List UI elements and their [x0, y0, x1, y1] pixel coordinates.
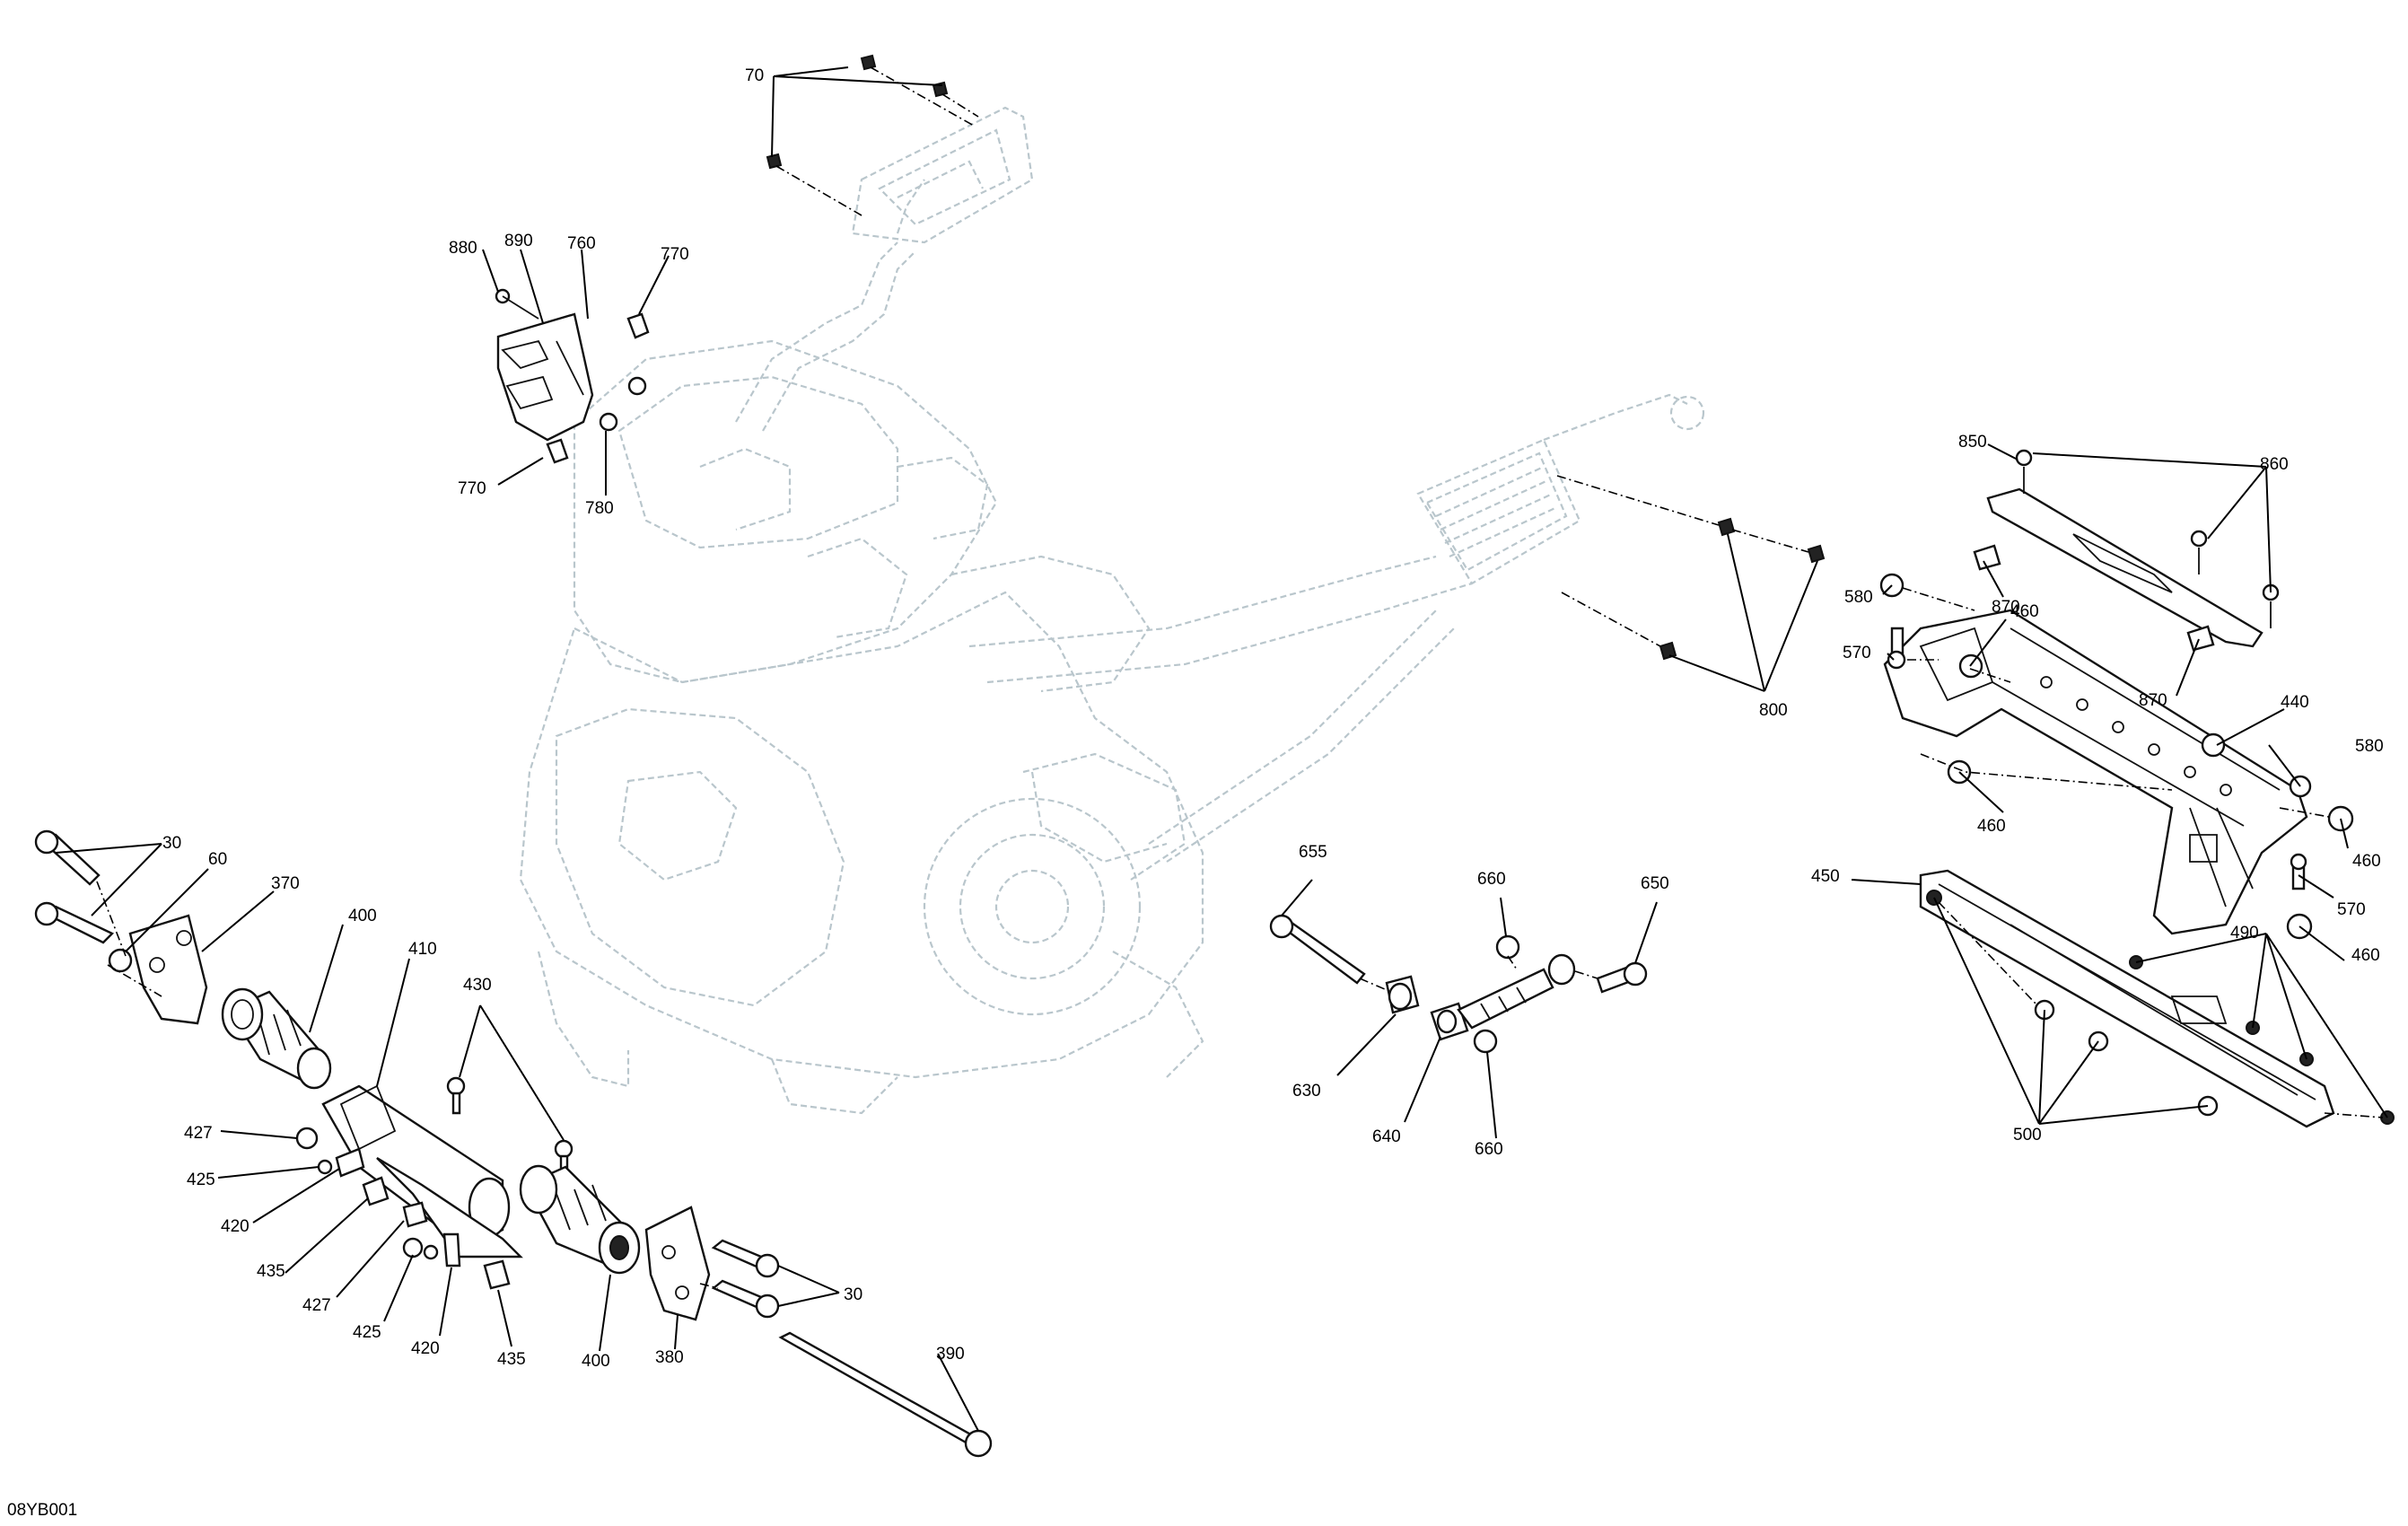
callout-label: 760	[567, 234, 596, 253]
callout-label: 380	[655, 1348, 684, 1367]
leader-lines	[55, 66, 2388, 1432]
callout-label: 870	[2139, 691, 2167, 710]
callout-label: 30	[162, 834, 181, 853]
callout-label: 435	[257, 1262, 285, 1281]
callout-label: 490	[2230, 924, 2259, 943]
callout-label: 500	[2013, 1126, 2042, 1144]
linkage-parts	[1269, 914, 1648, 1054]
callout-label: 435	[497, 1350, 526, 1369]
callout-label: 780	[585, 499, 614, 518]
callout-label: 420	[411, 1339, 440, 1358]
callout-label: 430	[463, 976, 492, 995]
callout-label: 30	[844, 1285, 863, 1304]
callout-label: 650	[1641, 874, 1669, 893]
callout-label: 800	[1759, 701, 1788, 720]
callout-label: 420	[221, 1217, 250, 1236]
callout-label: 770	[458, 479, 486, 498]
callout-label: 460	[2010, 602, 2039, 621]
callout-label: 770	[661, 245, 689, 264]
callout-label: 400	[348, 907, 377, 925]
screws-70	[766, 54, 979, 216]
callout-label: 460	[2351, 946, 2380, 965]
callout-label: 630	[1292, 1082, 1321, 1101]
callout-label: 460	[1977, 817, 2006, 836]
callout-label: 850	[1958, 433, 1987, 452]
callout-label: 70	[745, 66, 764, 85]
callout-label: 427	[184, 1124, 213, 1143]
callout-label: 870	[1992, 598, 2020, 617]
callout-label: 427	[302, 1296, 331, 1315]
figure-code: 08YB001	[7, 1501, 78, 1520]
engine-ghost-outline	[519, 106, 1705, 1115]
callout-label: 880	[449, 239, 477, 258]
callout-label: 370	[271, 874, 300, 893]
screws-800	[1556, 475, 1826, 661]
mount-left	[34, 829, 993, 1458]
callout-label: 570	[1843, 644, 1871, 662]
bracket-760	[495, 288, 650, 464]
callout-label: 580	[2355, 737, 2384, 756]
callout-label: 640	[1372, 1127, 1401, 1146]
callout-label: 655	[1299, 843, 1327, 862]
callout-label: 580	[1844, 588, 1873, 607]
callout-label: 425	[187, 1171, 215, 1189]
callout-label: 410	[408, 940, 437, 959]
callout-label: 440	[2281, 693, 2309, 712]
callout-label: 860	[2260, 455, 2289, 474]
callout-label: 60	[208, 850, 227, 869]
callout-label: 660	[1475, 1140, 1503, 1159]
callout-label: 890	[504, 232, 533, 250]
callout-label: 400	[582, 1352, 610, 1371]
callout-labels: 70 880 890 760 770 770 780 800 850 860 5…	[162, 66, 2384, 1371]
callout-label: 570	[2337, 900, 2366, 919]
callout-label: 425	[353, 1323, 381, 1342]
callout-label: 460	[2352, 852, 2381, 871]
plate-850	[1973, 449, 2280, 652]
callout-label: 450	[1811, 867, 1840, 886]
callout-label: 390	[936, 1345, 965, 1364]
callout-label: 660	[1477, 870, 1506, 889]
